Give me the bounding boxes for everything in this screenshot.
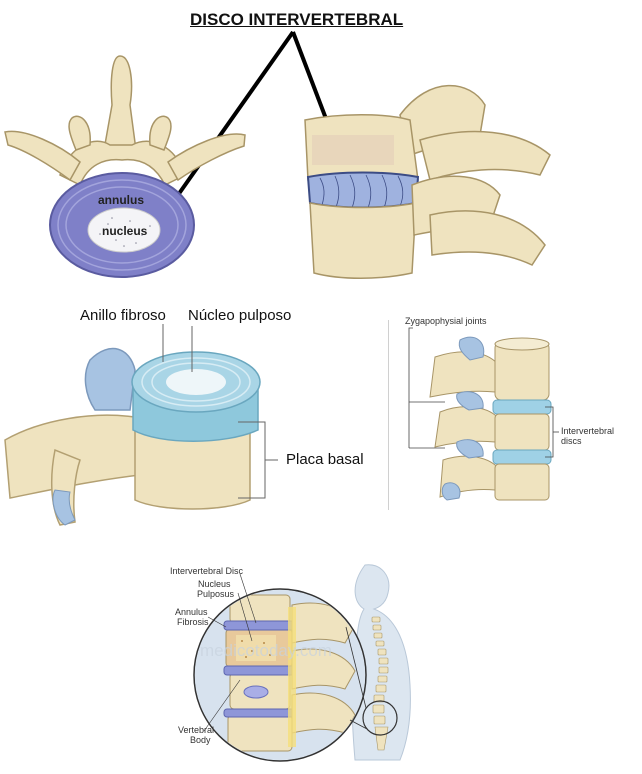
nucleus-label: nucleus bbox=[102, 224, 148, 238]
spine-segment-figure: Zygapophysial joints Intervertebral disc… bbox=[395, 312, 630, 512]
endplate-label: Placa basal bbox=[286, 451, 364, 468]
page-title: DISCO INTERVERTEBRAL bbox=[190, 10, 404, 29]
panel-divider bbox=[388, 320, 389, 510]
nucleus-pulposus-line2: Pulposus bbox=[197, 589, 235, 599]
intervertebral-discs-label-line2: discs bbox=[561, 436, 582, 446]
lateral-vertebrae-figure bbox=[300, 65, 600, 295]
watermark-text: medicotoday.com bbox=[200, 641, 332, 660]
disc-anatomy-figure: Anillo fibroso Núcleo pulposo Placa basa… bbox=[0, 300, 380, 530]
nucleus-pulposus-line1: Nucleus bbox=[198, 579, 231, 589]
intervertebral-disc-label: Intervertebral Disc bbox=[170, 566, 244, 576]
spine-overview-figure: medicotoday.com Intervertebral Disc Nucl… bbox=[160, 555, 420, 765]
axial-vertebra-figure: annulus nucleus bbox=[0, 50, 260, 280]
annulus-fibrosis-line1: Annulus bbox=[175, 607, 208, 617]
vertebral-body-line2: Body bbox=[190, 735, 211, 745]
intervertebral-discs-label-line1: Intervertebral bbox=[561, 426, 615, 436]
vertebral-body-line1: Vertebral bbox=[178, 725, 215, 735]
annulus-fibrosus-label: Anillo fibroso bbox=[80, 307, 166, 324]
nucleus-pulposus-label: Núcleo pulposo bbox=[188, 307, 292, 324]
annulus-label: annulus bbox=[98, 193, 145, 207]
zygapophysial-joints-label: Zygapophysial joints bbox=[405, 316, 487, 326]
annulus-fibrosis-line2: Fibrosis bbox=[177, 617, 209, 627]
